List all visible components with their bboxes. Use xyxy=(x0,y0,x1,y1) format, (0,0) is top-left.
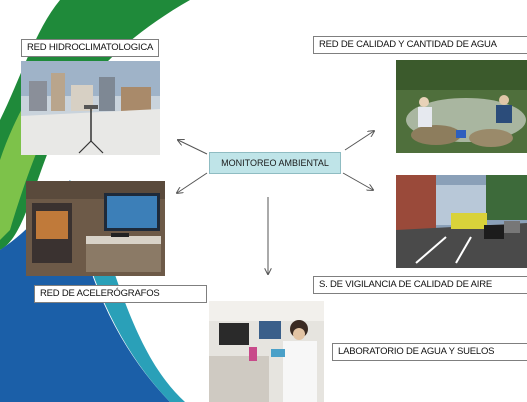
photo-laboratory xyxy=(209,301,324,402)
photo-control-room xyxy=(26,181,165,276)
node-label-laboratorio: LABORATORIO DE AGUA Y SUELOS xyxy=(332,343,527,361)
center-node-monitoreo: MONITOREO AMBIENTAL xyxy=(209,152,341,174)
node-label-acelerografos: RED DE ACELERÓGRAFOS xyxy=(34,285,207,303)
photo-water-sampling xyxy=(396,60,527,153)
node-label-calidad-agua: RED DE CALIDAD Y CANTIDAD DE AGUA xyxy=(313,36,527,54)
photo-street-traffic xyxy=(396,175,527,268)
node-label-calidad-aire: S. DE VIGILANCIA DE CALIDAD DE AIRE xyxy=(313,276,527,294)
node-label-hidroclimatologica: RED HIDROCLIMATOLOGICA xyxy=(21,39,160,57)
photo-weather-station xyxy=(21,61,160,155)
